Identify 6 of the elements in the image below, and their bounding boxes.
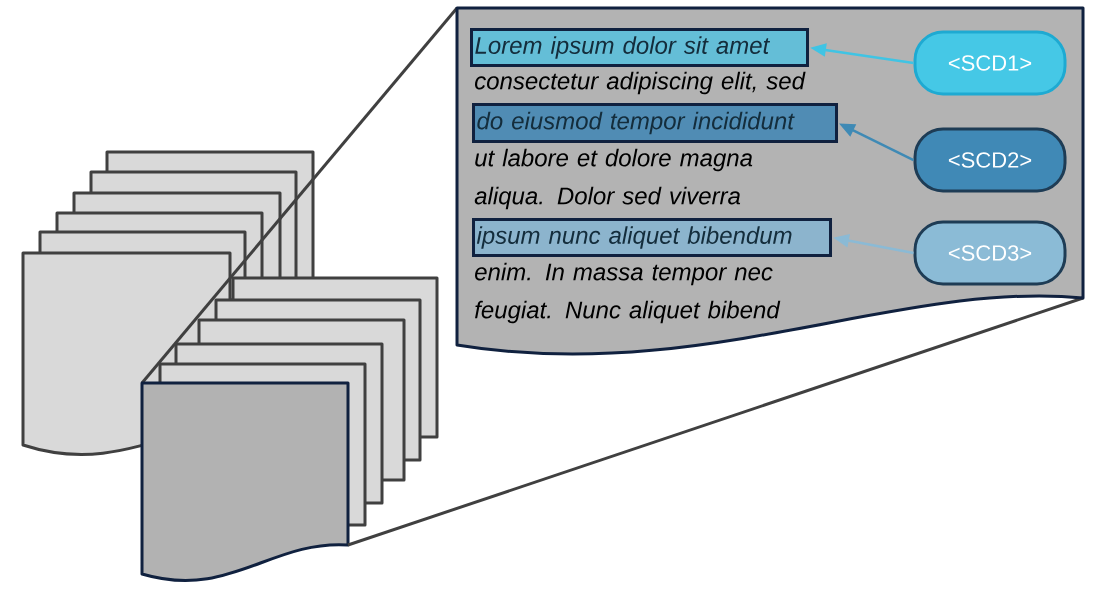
- tag-pill: <SCD2>: [913, 127, 1067, 193]
- tag-pill: <SCD1>: [913, 30, 1067, 96]
- tag-pill: <SCD3>: [913, 220, 1067, 286]
- highlight-box: ipsum nunc aliquet bibendum: [472, 218, 832, 257]
- highlight-box: Lorem ipsum dolor sit amet: [470, 28, 809, 67]
- highlight-box: do eiusmod tempor incididunt: [472, 103, 838, 143]
